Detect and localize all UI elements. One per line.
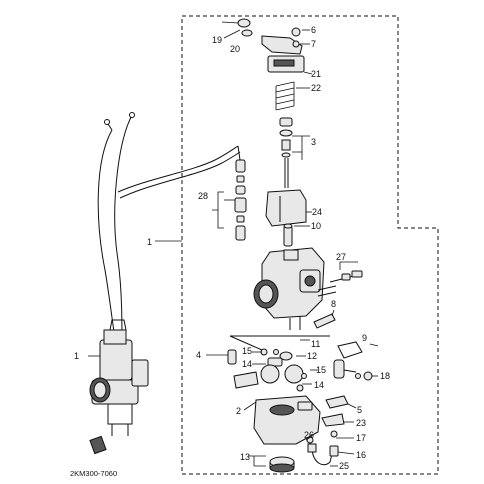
callout-20: 20 [230,44,240,54]
callout-9: 9 [362,333,367,343]
callout-7: 7 [311,39,316,49]
top-cap-assembly [237,18,305,111]
callout-13: 13 [240,452,250,462]
callout-25: 25 [339,461,349,471]
callout-26: 26 [304,430,314,440]
callout-6: 6 [311,25,316,35]
callout-5: 5 [357,405,362,415]
callout-1-assembled: 1 [74,351,79,361]
callout-22: 22 [311,83,321,93]
carburetor-body [253,247,337,330]
leader-lines [88,21,379,467]
callout-19: 19 [212,35,222,45]
right-small-parts [321,341,373,457]
carburetor-assembled-view [89,319,149,455]
throttle-cables [97,112,241,346]
callout-15a: 15 [242,346,252,356]
callout-10: 10 [311,221,321,231]
callout-15b: 15 [316,365,326,375]
float-assembly [227,335,333,473]
hose-and-fittings [234,145,247,241]
callout-16: 16 [356,450,366,460]
callout-1: 1 [147,237,152,247]
callout-23: 23 [356,418,366,428]
callout-28: 28 [198,191,208,201]
throttle-valve-parts [265,117,307,247]
callout-labels: 19 20 6 7 21 22 3 24 10 28 1 1 27 8 9 11… [74,25,390,471]
callout-11: 11 [311,339,320,349]
callout-8: 8 [331,299,336,309]
pilot-screw-set [329,270,363,283]
callout-12: 12 [307,351,317,361]
callout-14a: 14 [242,359,252,369]
callout-24: 24 [312,207,322,217]
callout-3: 3 [311,137,316,147]
pin-part [313,313,336,329]
callout-4: 4 [196,350,201,360]
callout-14b: 14 [314,380,324,390]
callout-18: 18 [380,371,390,381]
diagram-part-number: 2KM300-7060 [70,469,117,478]
callout-2: 2 [236,406,241,416]
callout-17: 17 [356,433,366,443]
assembly-boundary [181,15,439,475]
callout-21: 21 [311,69,321,79]
callout-27: 27 [336,252,346,262]
